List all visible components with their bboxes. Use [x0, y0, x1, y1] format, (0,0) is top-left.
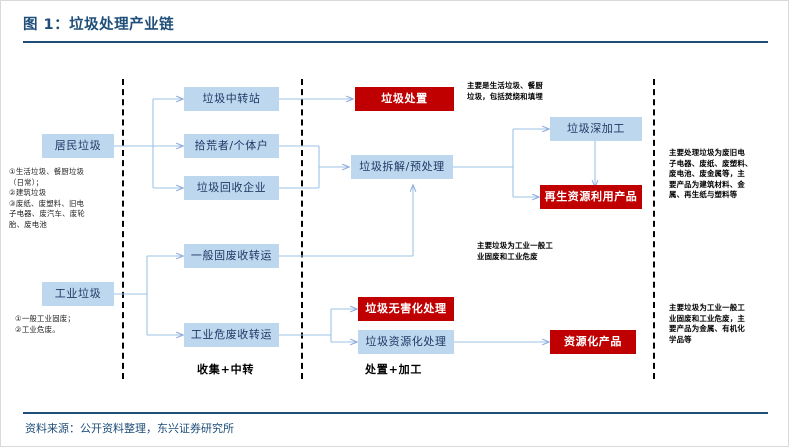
divider-line-right [653, 79, 655, 379]
node-recycling-enterprise[interactable]: 垃圾回收企业 [184, 176, 279, 200]
source-node-residential[interactable]: 居民垃圾 [42, 134, 114, 158]
node-harmless-treatment[interactable]: 垃圾无害化处理 [358, 297, 454, 321]
node-hazardous-waste-transfer[interactable]: 工业危废收转运 [184, 323, 279, 347]
node-transfer-station[interactable]: 垃圾中转站 [184, 87, 279, 111]
node-scavenger[interactable]: 拾荒者/个体户 [184, 134, 279, 158]
annotation-industrial-note: 主要垃圾为工业一般工 业固废和工业危废 [477, 241, 553, 261]
page-title: 图 1：垃圾处理产业链 [23, 17, 175, 33]
node-waste-disposal[interactable]: 垃圾处置 [355, 87, 454, 111]
divider-line-left [122, 79, 124, 379]
source-divider [23, 412, 768, 414]
source-note-industrial: ①一般工业固废； ②工业危废。 [15, 314, 75, 334]
caption-process: 处置+加工 [365, 363, 423, 376]
source-node-industrial[interactable]: 工业垃圾 [42, 282, 114, 306]
source-note: 资料来源：公开资料整理，东兴证券研究所 [25, 422, 234, 435]
annotation-disposal-note: 主要是生活垃圾、餐厨 垃圾，包括焚烧和填埋 [467, 81, 543, 101]
annotation-right-top-note: 主要处理垃圾为废旧电 子电器、废纸、废塑料、 废电池、废金属等，主 要产品为建筑… [669, 148, 753, 200]
node-general-solid-waste-transfer[interactable]: 一般固废收转运 [184, 244, 279, 268]
node-renewable-resource-product[interactable]: 再生资源利用产品 [540, 185, 642, 209]
node-resource-product[interactable]: 资源化产品 [550, 330, 636, 354]
caption-collect: 收集+中转 [197, 363, 255, 376]
node-deep-processing[interactable]: 垃圾深加工 [550, 117, 642, 141]
node-resource-treatment[interactable]: 垃圾资源化处理 [358, 330, 454, 354]
node-dismantle-pretreat[interactable]: 垃圾拆解/预处理 [351, 155, 453, 179]
divider-line-middle [301, 79, 303, 379]
title-divider [23, 41, 768, 43]
annotation-right-bottom-note: 主要垃圾为工业一般工 业固废和工业危废，主 要产品为金属、有机化 学品等 [669, 303, 745, 344]
source-note-residential: ①生活垃圾、餐厨垃圾 （日常）； ②建筑垃圾 ③废纸、废塑料、旧电 子电器、废汽… [9, 167, 85, 229]
